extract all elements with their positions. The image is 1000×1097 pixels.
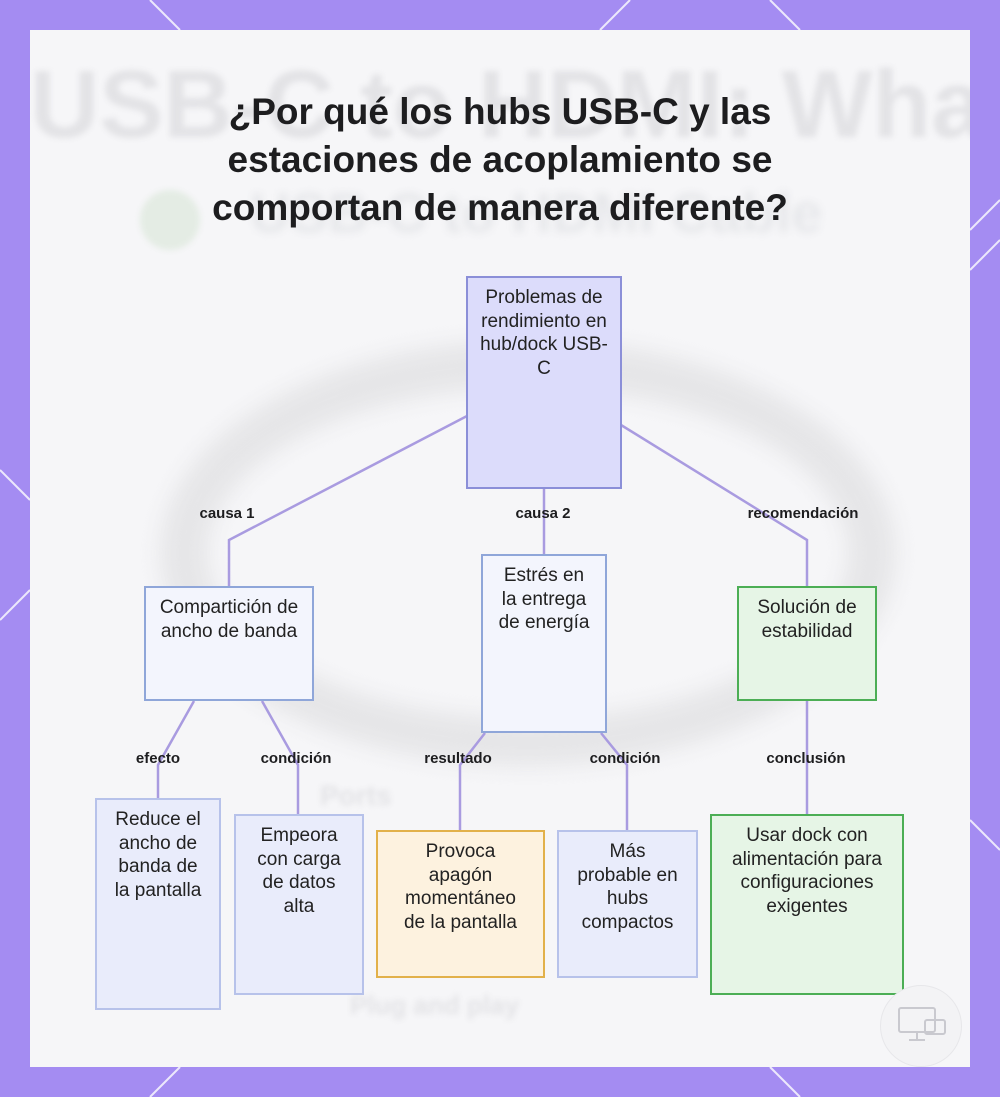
edge-label-cause1: causa 1 — [199, 505, 254, 522]
edge-result — [460, 733, 485, 830]
brand-logo — [880, 985, 962, 1067]
node-bandwidth-sharing: Compartición de ancho de banda — [144, 586, 314, 701]
edge-condition2 — [601, 733, 627, 830]
edge-label-recommendation: recomendación — [748, 505, 859, 522]
node-compact-hubs: Más probable en hubs compactos — [557, 830, 698, 978]
edge-cause1 — [229, 416, 467, 586]
node-power-stress: Estrés en la entrega de energía — [481, 554, 607, 733]
edge-label-effect: efecto — [136, 750, 180, 767]
node-reduce-bandwidth: Reduce el ancho de banda de la pantalla — [95, 798, 221, 1010]
monitor-icon — [881, 986, 961, 1066]
edge-label-result: resultado — [424, 750, 492, 767]
node-root: Problemas de rendimiento en hub/dock USB… — [466, 276, 622, 489]
node-powered-dock: Usar dock con alimentación para configur… — [710, 814, 904, 995]
edge-label-condition2: condición — [590, 750, 661, 767]
edge-label-cause2: causa 2 — [515, 505, 570, 522]
edge-label-conclusion: conclusión — [766, 750, 845, 767]
node-stability-solution: Solución de estabilidad — [737, 586, 877, 701]
node-display-blackout: Provoca apagón momentáneo de la pantalla — [376, 830, 545, 978]
node-worsens-load: Empeora con carga de datos alta — [234, 814, 364, 995]
edge-label-condition1: condición — [261, 750, 332, 767]
